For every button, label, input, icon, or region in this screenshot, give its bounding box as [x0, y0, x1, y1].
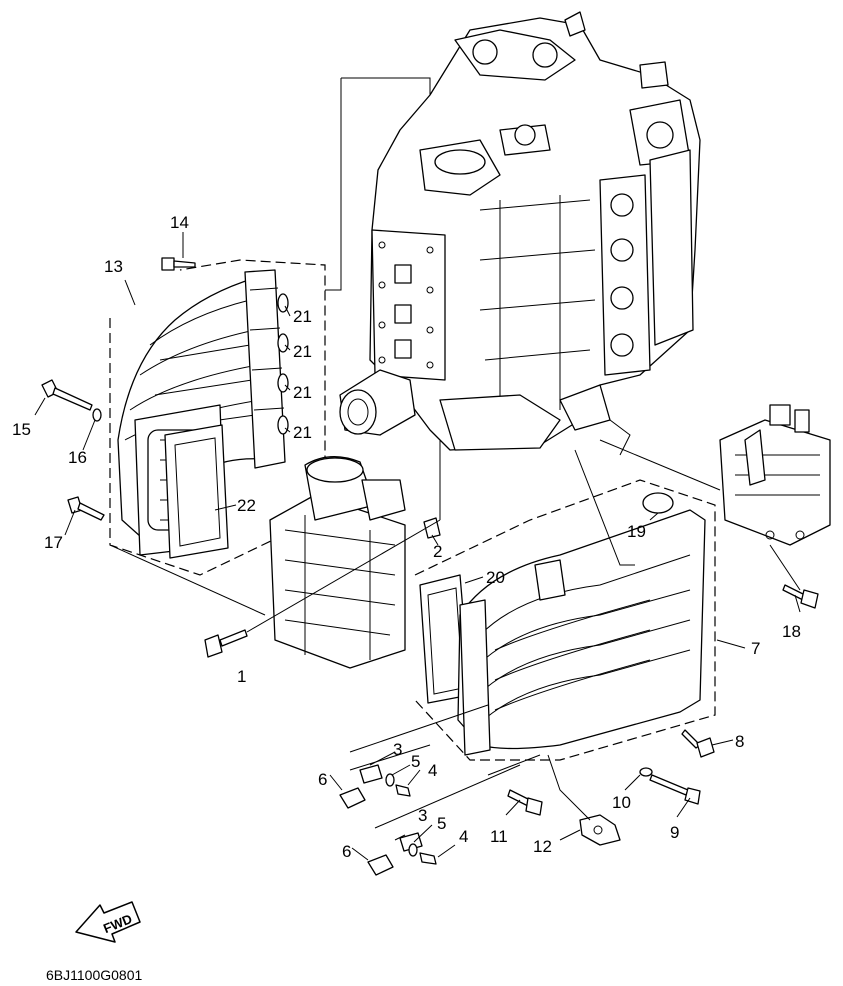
callout-6-lower: 6: [342, 842, 351, 861]
bracket-12: [579, 814, 621, 846]
leader-lines: [34, 77, 801, 861]
clamp-group-upper: [339, 764, 411, 809]
engine-block: [339, 11, 701, 451]
collar-2: [423, 517, 441, 539]
callout-17: 17: [44, 533, 63, 552]
callout-4-lower: 4: [459, 827, 468, 846]
callout-22: 22: [237, 496, 256, 515]
callout-9: 9: [670, 823, 679, 842]
callout-8: 8: [735, 732, 744, 751]
bolt-15: [41, 379, 93, 411]
callout-5-upper: 5: [411, 752, 420, 771]
figure-code: 6BJ1100G0801: [46, 967, 142, 983]
callout-7: 7: [751, 639, 760, 658]
callout-4-upper: 4: [428, 761, 437, 780]
o-ring-19: [642, 492, 674, 514]
callout-14: 14: [170, 213, 189, 232]
callout-3-lower: 3: [418, 806, 427, 825]
callout-10: 10: [612, 793, 631, 812]
callout-21-2: 21: [293, 342, 312, 361]
washer-16: [92, 408, 102, 422]
callout-1: 1: [237, 667, 246, 686]
callout-2: 2: [433, 542, 442, 561]
callout-21-4: 21: [293, 423, 312, 442]
callout-6-upper: 6: [318, 770, 327, 789]
callout-labels: 1 2 3 3 4 4 5 5 6 6 7 8 9 10 11 12 13 14…: [12, 213, 801, 861]
gasket-22: [164, 424, 229, 559]
bolt-17: [67, 496, 105, 521]
callout-18: 18: [782, 622, 801, 641]
callout-12: 12: [533, 837, 552, 856]
fwd-arrow-icon: FWD: [75, 901, 141, 943]
bolt-11: [507, 789, 543, 816]
bolt-9: [649, 774, 701, 805]
bolt-18: [782, 584, 819, 609]
callout-15: 15: [12, 420, 31, 439]
callout-16: 16: [68, 448, 87, 467]
fuel-rail-assembly: [719, 404, 831, 546]
callout-21-3: 21: [293, 383, 312, 402]
bolt-8: [681, 729, 715, 758]
callout-21-1: 21: [293, 307, 312, 326]
intake-manifold-right: [457, 509, 706, 756]
callout-13: 13: [104, 257, 123, 276]
callout-5-lower: 5: [437, 814, 446, 833]
callout-3-upper: 3: [393, 740, 402, 759]
throttle-body: [269, 456, 406, 669]
washer-10: [639, 767, 653, 777]
bolt-14: [161, 257, 196, 271]
callout-11: 11: [490, 827, 508, 846]
callout-19: 19: [627, 522, 646, 541]
clamp-group-lower: [367, 832, 437, 876]
bolt-1: [204, 629, 248, 658]
callout-20: 20: [486, 568, 505, 587]
